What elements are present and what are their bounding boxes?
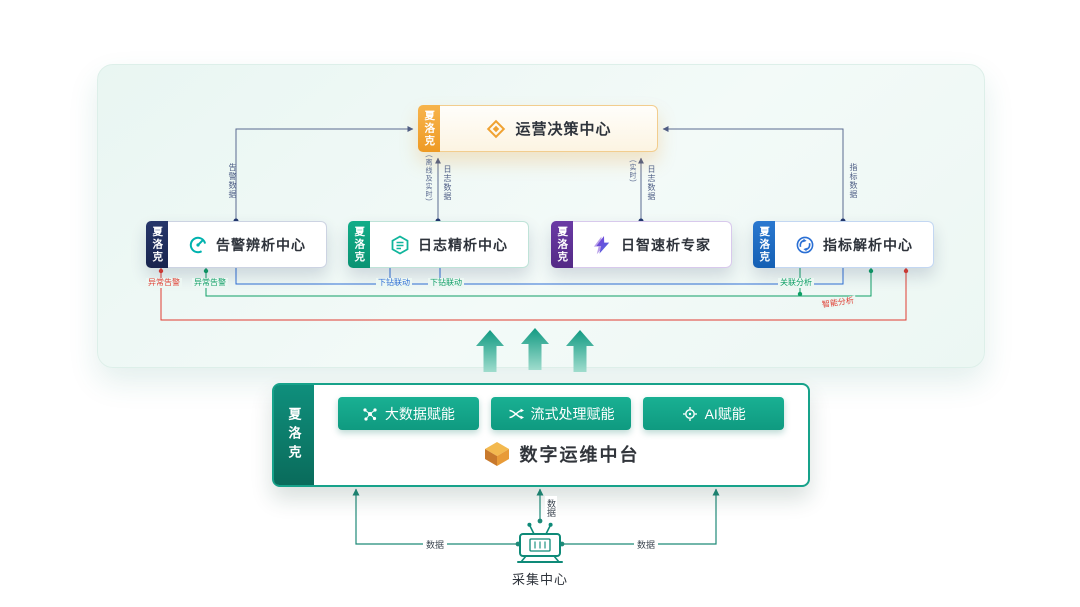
- decision-center-title: 运营决策中心: [515, 121, 612, 138]
- alert-analysis-center-body: 告警辨析中心: [168, 221, 327, 268]
- log-intel-expert-card: 夏洛克 日智速析专家: [551, 221, 732, 268]
- alert-analysis-center-card: 夏洛克 告警辨析中心: [146, 221, 327, 268]
- flow-label-data-left: 数据: [423, 539, 448, 551]
- flow-label-data-right: 数据: [634, 539, 659, 551]
- ai-icon: [682, 406, 697, 421]
- sherlock-tab-metric: 夏洛克: [753, 221, 775, 268]
- collection-center-title: 采集中心: [511, 572, 568, 587]
- diamond-icon: [487, 119, 506, 138]
- metric-analysis-center-title: 指标解析中心: [823, 236, 913, 253]
- flow-label-abnormal-alert-red: 异常告警: [146, 278, 182, 288]
- sherlock-tab-alert: 夏洛克: [146, 221, 168, 268]
- platform-card: 夏洛克 大数据赋能: [272, 383, 810, 487]
- decision-center-body: 运营决策中心: [440, 105, 658, 152]
- capability-row: 大数据赋能 流式处理赋能: [338, 397, 785, 430]
- flow-label-metric-data: 指标数据: [849, 163, 858, 199]
- flow-label-relation-analysis: 关联分析: [778, 278, 814, 288]
- log-analysis-center-card: 夏洛克 日志精析中心: [348, 221, 529, 268]
- platform-content: 大数据赋能 流式处理赋能: [314, 385, 808, 485]
- capability-ai: AI赋能: [643, 397, 785, 430]
- log-analysis-center-body: 日志精析中心: [370, 221, 529, 268]
- flow-label-drill-down-blue: 下钻联动: [376, 278, 412, 288]
- alert-analysis-center-title: 告警辨析中心: [216, 236, 306, 253]
- log-intel-expert-title: 日智速析专家: [621, 236, 711, 253]
- metric-analysis-center-card: 夏洛克 指标解析中心: [753, 221, 934, 268]
- flow-label-log-note-2: (实时): [629, 160, 636, 183]
- stream-processing-icon: [508, 408, 524, 419]
- sherlock-tab-log: 夏洛克: [348, 221, 370, 268]
- log-intel-expert-body: 日智速析专家: [573, 221, 732, 268]
- sherlock-tab-platform: 夏洛克: [274, 385, 314, 485]
- capability-stream-processing: 流式处理赋能: [490, 397, 632, 430]
- decision-center-card: 夏洛克 运营决策中心: [418, 105, 658, 152]
- lightning-icon: [593, 235, 610, 254]
- sherlock-tab-expert: 夏洛克: [551, 221, 573, 268]
- flow-label-log-note-1: (离线及实时): [425, 155, 432, 202]
- flow-label-drill-down-green: 下钻联动: [428, 278, 464, 288]
- metric-analysis-center-body: 指标解析中心: [775, 221, 934, 268]
- capability-label-big-data: 大数据赋能: [384, 405, 455, 422]
- sherlock-tab-decision: 夏洛克: [418, 105, 440, 152]
- flow-label-abnormal-alert-green: 异常告警: [192, 278, 228, 288]
- flow-label-data-center: 数据: [545, 496, 557, 520]
- capability-label-stream: 流式处理赋能: [530, 405, 615, 422]
- platform-title-row: 数字运维中台: [338, 430, 784, 477]
- log-hexagon-icon: [391, 234, 409, 255]
- platform-title: 数字运维中台: [519, 444, 640, 465]
- cube-icon: [484, 441, 509, 466]
- log-analysis-center-title: 日志精析中心: [418, 236, 508, 253]
- metric-sync-icon: [796, 236, 814, 253]
- flow-label-log-data-1: 日志数据: [443, 165, 452, 201]
- collection-device-icon: [517, 522, 563, 563]
- capability-label-ai: AI赋能: [704, 405, 746, 422]
- big-data-icon: [363, 407, 377, 421]
- alert-gauge-icon: [189, 236, 207, 253]
- capability-big-data: 大数据赋能: [338, 397, 479, 430]
- flow-label-alert-data: 告警数据: [228, 163, 237, 199]
- flow-label-log-data-2: 日志数据: [647, 165, 656, 201]
